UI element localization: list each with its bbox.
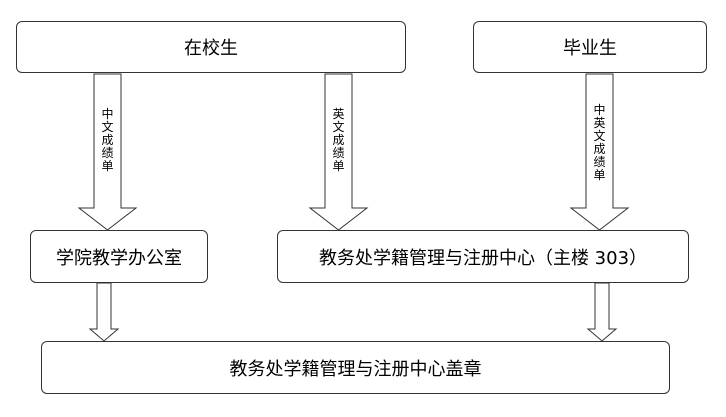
registrar-stamp-box: 教务处学籍管理与注册中心盖章 xyxy=(41,341,670,394)
vertical-char: 绩 xyxy=(593,155,606,169)
vertical-char: 中 xyxy=(101,107,114,121)
vertical-char: 单 xyxy=(101,159,114,173)
english-transcript-label: 英文成绩单 xyxy=(331,108,346,173)
registrar-office-label: 教务处学籍管理与注册中心（主楼 303） xyxy=(318,247,648,269)
vertical-char: 绩 xyxy=(332,146,345,160)
vertical-char: 成 xyxy=(593,142,606,156)
arrow-bilingual-transcript xyxy=(569,73,630,231)
graduates-label: 毕业生 xyxy=(563,38,617,59)
vertical-char: 单 xyxy=(593,168,606,182)
chinese-transcript-label: 中文成绩单 xyxy=(100,108,115,173)
vertical-char: 绩 xyxy=(101,146,114,160)
vertical-char: 英 xyxy=(593,116,606,130)
graduates-box: 毕业生 xyxy=(473,21,707,73)
arrow-registrar-to-stamp xyxy=(586,282,618,342)
registrar-stamp-label: 教务处学籍管理与注册中心盖章 xyxy=(229,358,482,380)
bilingual-transcript-label: 中英文成绩单 xyxy=(592,104,607,182)
vertical-char: 文 xyxy=(593,129,606,143)
vertical-char: 文 xyxy=(101,120,114,134)
vertical-char: 成 xyxy=(101,133,114,147)
arrow-college-to-stamp xyxy=(88,282,120,342)
current-students-label: 在校生 xyxy=(184,38,238,59)
arrow-english-transcript xyxy=(308,73,369,231)
vertical-char: 英 xyxy=(332,107,345,121)
vertical-char: 单 xyxy=(332,159,345,173)
current-students-box: 在校生 xyxy=(16,21,406,73)
vertical-char: 成 xyxy=(332,133,345,147)
vertical-char: 中 xyxy=(593,103,606,117)
college-office-label: 学院教学办公室 xyxy=(56,247,182,269)
registrar-office-box: 教务处学籍管理与注册中心（主楼 303） xyxy=(277,230,689,283)
vertical-char: 文 xyxy=(332,120,345,134)
college-office-box: 学院教学办公室 xyxy=(30,230,208,283)
arrow-chinese-transcript xyxy=(77,73,138,231)
